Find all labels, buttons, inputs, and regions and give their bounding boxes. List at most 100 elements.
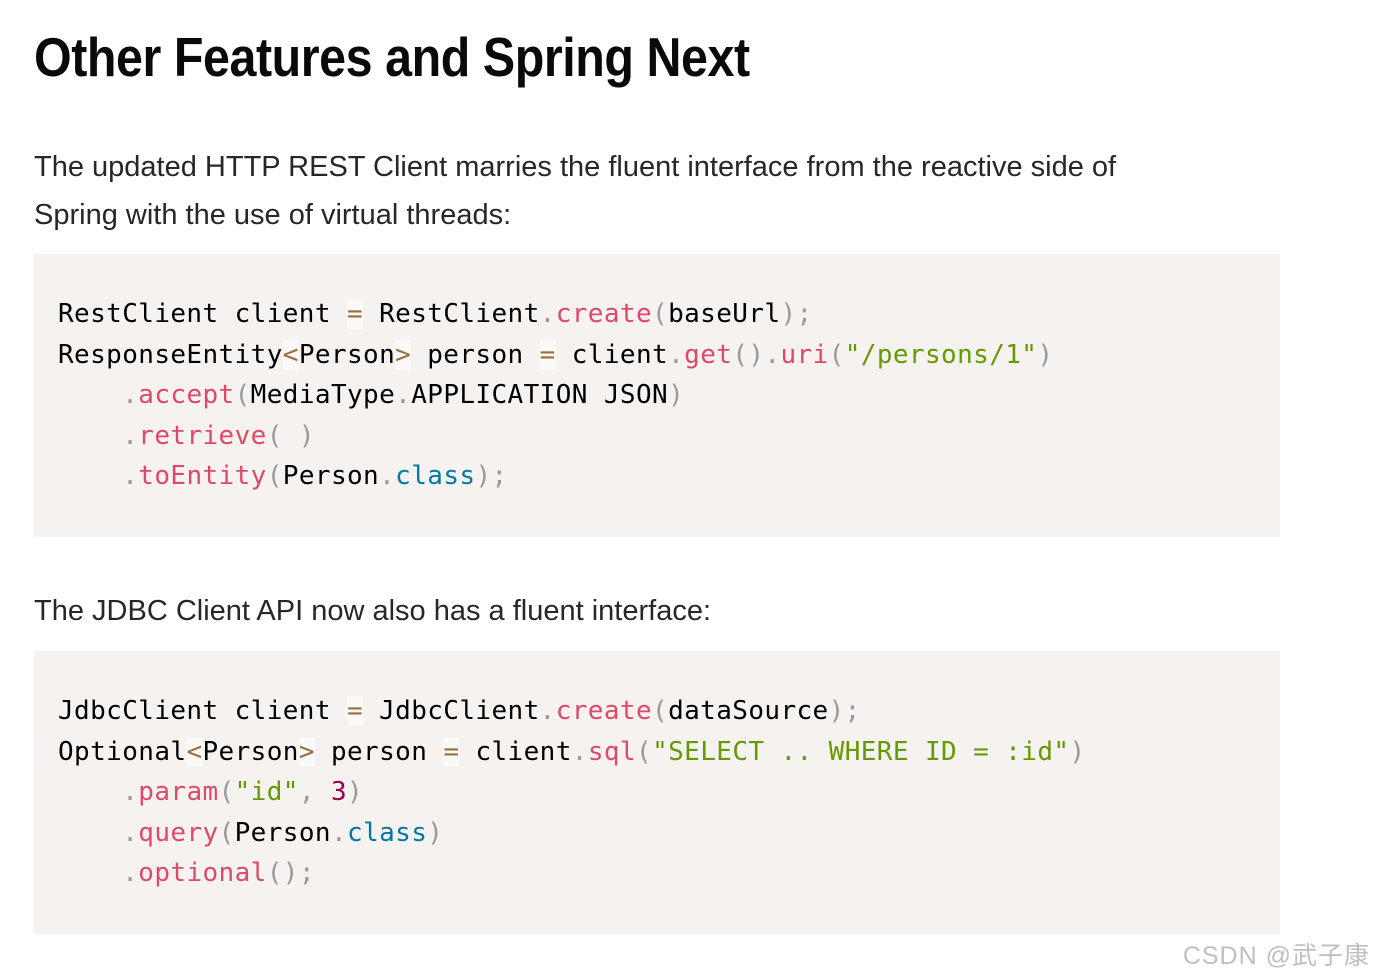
- code-token-plain: baseUrl: [668, 299, 781, 329]
- code-token-function: param: [138, 777, 219, 808]
- csdn-watermark: CSDN @武子康: [1182, 942, 1370, 970]
- code-line: JdbcClient client = JdbcClient.create(da…: [58, 691, 1256, 732]
- code-token-keyword: class: [395, 461, 476, 492]
- code-token-plain: [58, 421, 122, 451]
- code-token-function: query: [138, 817, 219, 848]
- code-token-punct: (: [652, 695, 669, 726]
- code-token-punct: (: [652, 299, 669, 329]
- code-token-string: "id": [234, 777, 299, 808]
- code-token-punct: .: [668, 339, 685, 370]
- code-token-plain: JdbcClient client: [58, 695, 347, 726]
- code-token-plain: Person: [202, 736, 299, 767]
- code-token-plain: client: [459, 736, 572, 767]
- code-token-function: accept: [138, 380, 235, 411]
- code-token-punct: (: [218, 777, 235, 808]
- code-token-punct: .: [122, 420, 139, 451]
- code-token-punct: .: [539, 695, 556, 726]
- code-token-punct: ( ): [266, 420, 315, 451]
- code-token-punct: .: [571, 736, 588, 767]
- code-token-plain: [58, 818, 122, 848]
- code-token-punct: ,: [298, 777, 315, 808]
- code-token-punct: ): [1069, 736, 1086, 767]
- code-token-operator: <: [186, 736, 203, 767]
- code-token-plain: Person: [234, 817, 331, 848]
- code-token-function: toEntity: [138, 461, 267, 492]
- code-token-plain: client: [555, 339, 669, 370]
- code-token-number: 3: [330, 777, 348, 808]
- code-line: .accept(MediaType.APPLICATION JSON): [58, 375, 1256, 416]
- code-token-string: "SELECT .. WHERE ID = :id": [652, 736, 1070, 767]
- code-token-plain: JdbcClient: [363, 695, 540, 726]
- code-block-rest-client: RestClient client = RestClient.create(ba…: [34, 254, 1280, 537]
- article-content: Other Features and Spring Next The updat…: [34, 26, 1280, 934]
- page-title: Other Features and Spring Next: [34, 26, 750, 88]
- code-token-punct: .: [122, 461, 139, 492]
- code-line: ResponseEntity<Person> person = client.g…: [58, 335, 1256, 376]
- code-token-operator: =: [346, 299, 364, 329]
- code-token-operator: =: [539, 339, 556, 370]
- code-token-punct: );: [828, 695, 861, 726]
- code-line: .query(Person.class): [58, 813, 1256, 854]
- code-line: .optional();: [58, 853, 1256, 894]
- code-token-function: uri: [780, 339, 829, 370]
- code-token-punct: );: [780, 299, 813, 329]
- code-token-punct: .: [122, 380, 139, 411]
- code-line: .param("id", 3): [58, 772, 1256, 813]
- code-token-punct: .: [330, 817, 348, 848]
- code-token-punct: .: [122, 777, 139, 808]
- code-token-punct: .: [395, 380, 412, 411]
- code-token-punct: .: [379, 461, 396, 492]
- intro-paragraph: The updated HTTP REST Client marries the…: [34, 151, 1117, 231]
- code-token-punct: ();: [266, 858, 315, 889]
- code-token-plain: Person: [298, 339, 396, 370]
- code-token-punct: ): [427, 817, 444, 848]
- code-token-plain: MediaType: [250, 380, 396, 411]
- code-token-function: get: [684, 339, 733, 370]
- code-token-operator: =: [443, 736, 460, 767]
- code-token-operator: =: [346, 695, 364, 726]
- code-token-punct: ): [1037, 339, 1054, 370]
- code-token-function: sql: [587, 736, 636, 767]
- code-token-plain: Optional: [58, 736, 187, 767]
- code-token-function: optional: [138, 858, 267, 889]
- code-token-punct: ): [347, 777, 364, 808]
- code-token-operator: >: [298, 736, 315, 767]
- code-token-punct: (: [828, 339, 845, 370]
- code-token-operator: <: [282, 339, 299, 370]
- code-token-punct: );: [475, 461, 508, 492]
- jdbc-paragraph: The JDBC Client API now also has a fluen…: [34, 594, 712, 627]
- code-token-plain: [58, 777, 122, 807]
- code-token-plain: person: [411, 339, 540, 370]
- code-token-keyword: class: [347, 817, 428, 848]
- code-token-function: create: [555, 299, 653, 329]
- code-token-punct: ): [668, 380, 685, 411]
- code-token-plain: [58, 461, 122, 491]
- code-token-plain: RestClient: [363, 299, 540, 329]
- code-token-punct: (: [266, 461, 283, 492]
- code-token-plain: RestClient client: [58, 299, 347, 329]
- code-token-plain: person: [314, 736, 444, 767]
- code-token-function: retrieve: [138, 420, 267, 451]
- code-token-function: create: [555, 695, 653, 726]
- code-token-plain: ResponseEntity: [58, 339, 283, 370]
- code-line: Optional<Person> person = client.sql("SE…: [58, 732, 1256, 773]
- code-token-string: "/persons/1": [844, 339, 1038, 370]
- code-token-punct: .: [122, 858, 139, 889]
- code-token-punct: .: [539, 299, 556, 329]
- code-token-plain: dataSource: [668, 695, 829, 726]
- code-token-punct: (: [636, 736, 653, 767]
- code-token-plain: [315, 777, 331, 807]
- code-token-punct: (: [234, 380, 251, 411]
- code-token-punct: ().: [732, 339, 781, 370]
- code-line: RestClient client = RestClient.create(ba…: [58, 294, 1256, 335]
- code-token-punct: .: [122, 817, 139, 848]
- code-token-operator: >: [395, 339, 412, 370]
- code-token-plain: APPLICATION JSON: [411, 380, 669, 411]
- code-token-plain: [58, 858, 122, 888]
- code-block-jdbc-client: JdbcClient client = JdbcClient.create(da…: [34, 650, 1280, 934]
- code-token-plain: [58, 380, 122, 410]
- code-line: .retrieve( ): [58, 416, 1256, 457]
- code-token-punct: (: [218, 817, 235, 848]
- code-token-plain: Person: [282, 461, 380, 492]
